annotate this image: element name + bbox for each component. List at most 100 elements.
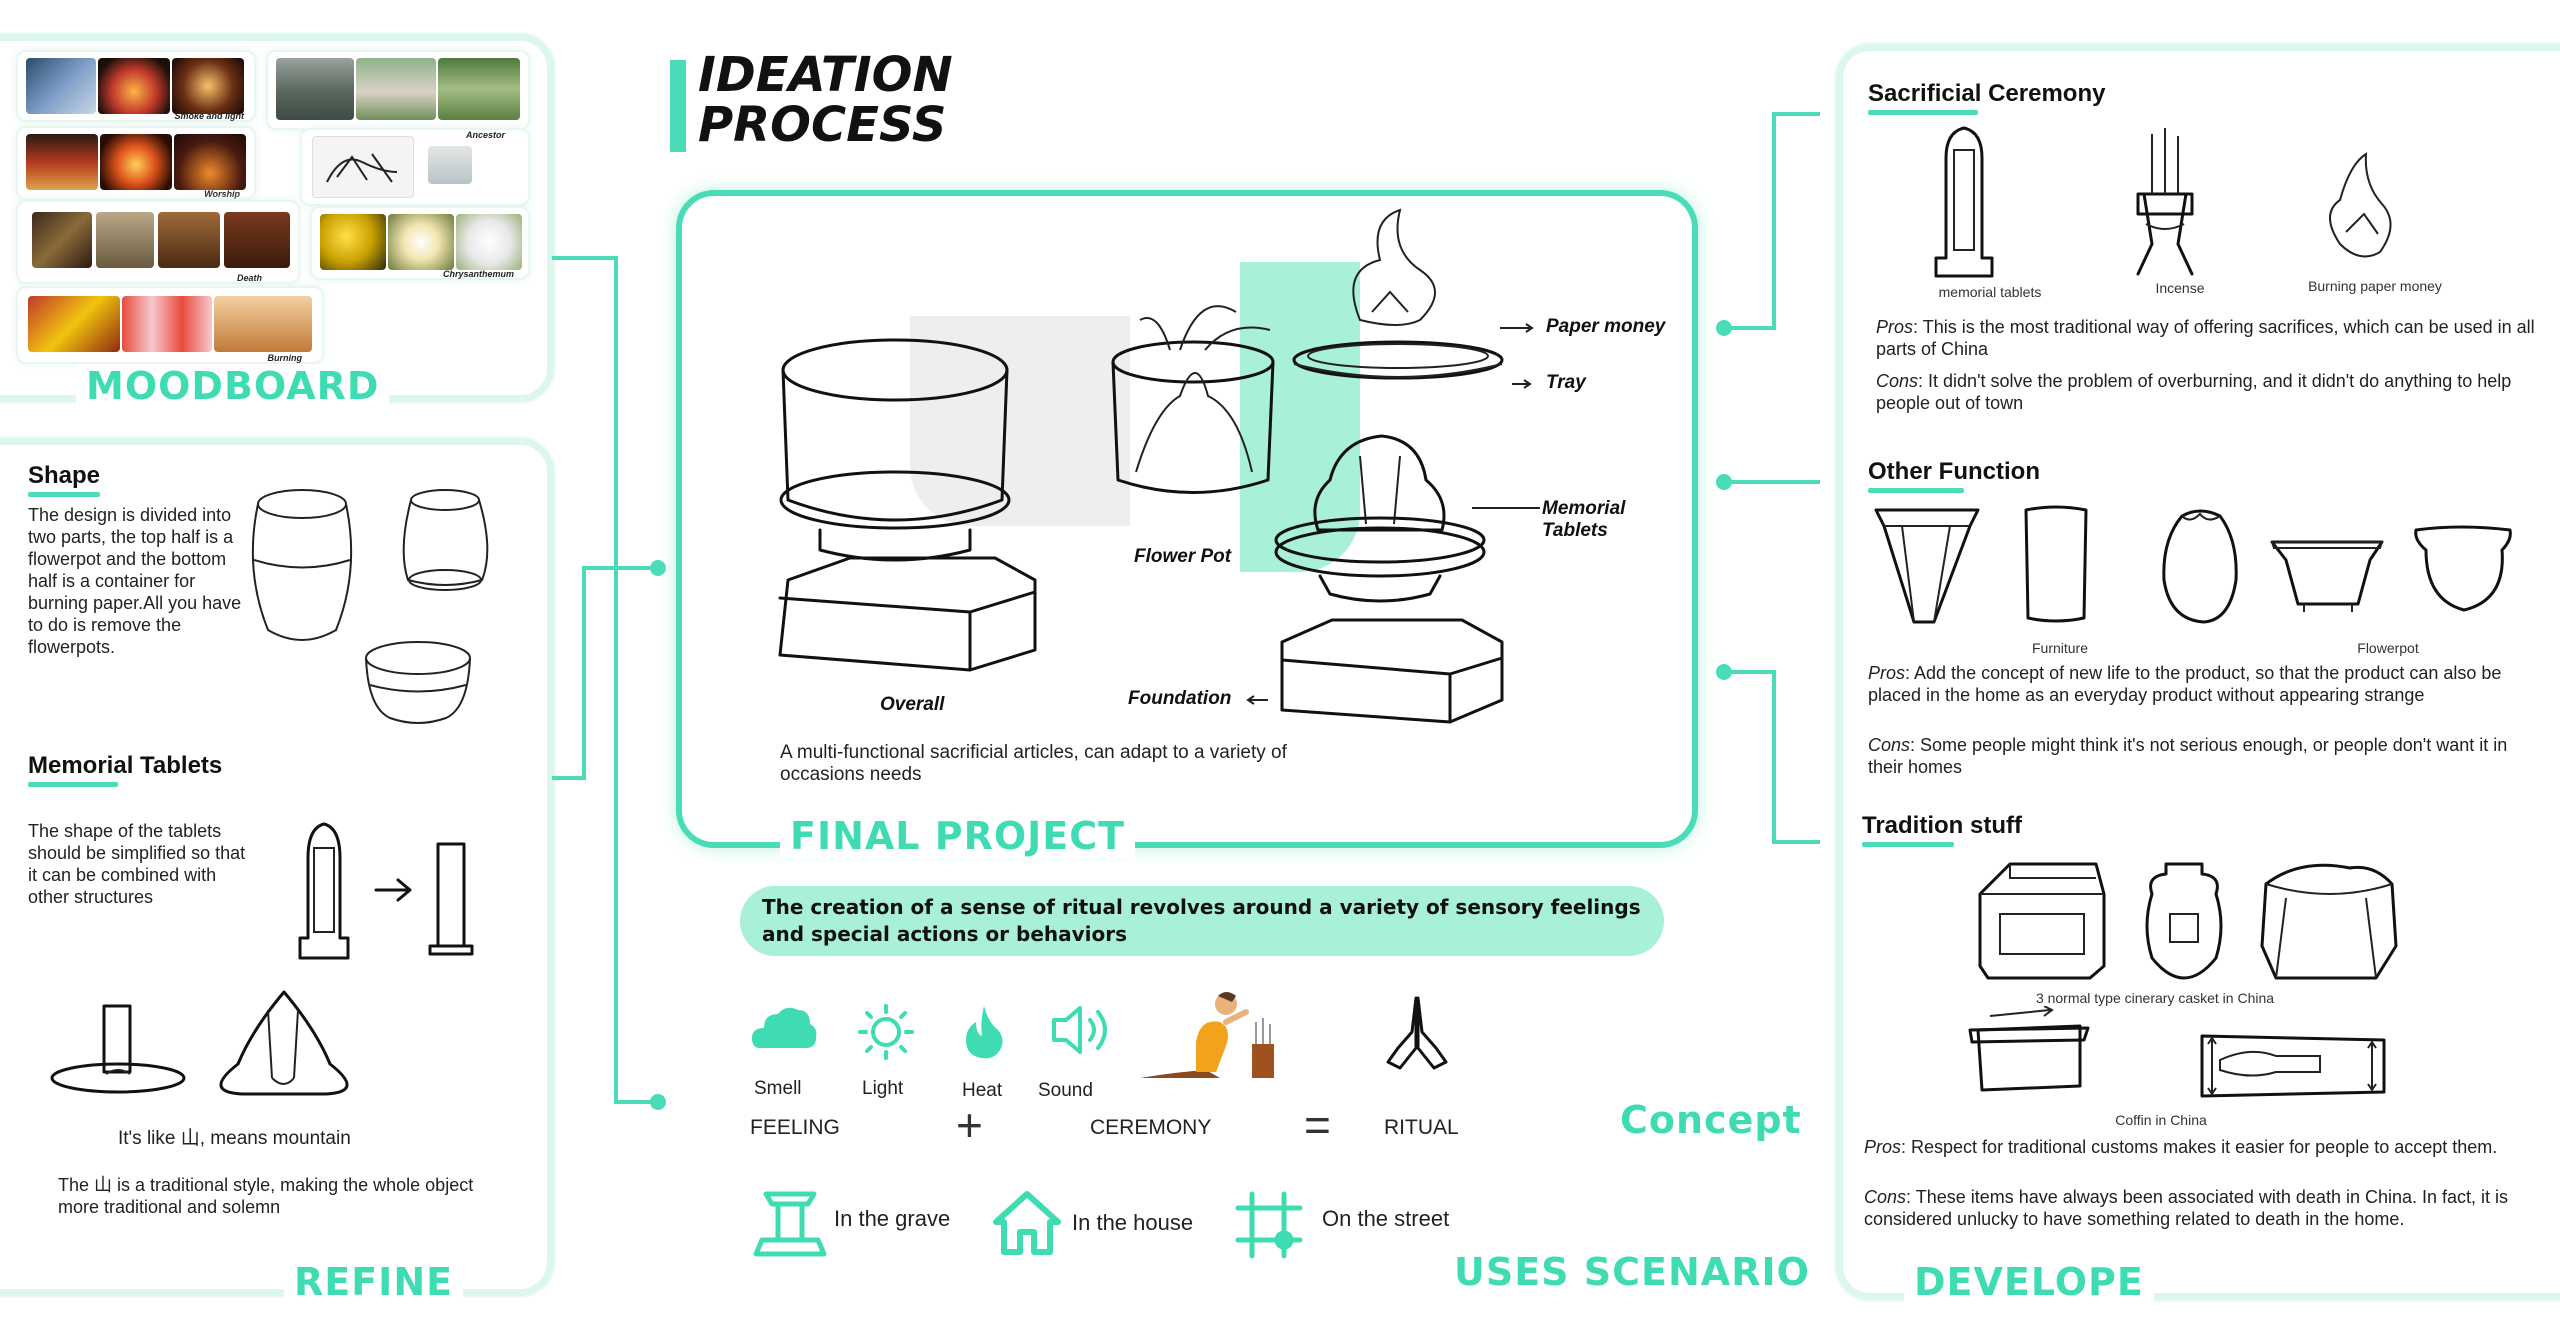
eq-ritual: RITUAL xyxy=(1384,1116,1459,1139)
tradition-underline xyxy=(1862,842,1954,847)
mood-card-smoke: Smoke and light xyxy=(16,50,256,122)
mood-card-sketch: Ancestor xyxy=(300,128,530,206)
scenario-house: In the house xyxy=(1072,1210,1194,1235)
final-product-sketches xyxy=(778,208,1540,724)
label-foundation: Foundation xyxy=(1128,688,1232,709)
uses-scenario-title: USES SCENARIO xyxy=(1454,1250,1810,1294)
connector-right-3 xyxy=(1722,670,1774,674)
other-pros: Pros: Add the concept of new life to the… xyxy=(1868,663,2502,705)
label-overall: Overall xyxy=(880,694,945,715)
moodboard-title: MOODBOARD xyxy=(76,364,390,408)
eq-equals: = xyxy=(1304,1099,1331,1151)
street-icon xyxy=(1235,1191,1303,1259)
label-paper-money: Paper money xyxy=(1546,316,1666,337)
memorial-text: The shape of the tablets should be simpl… xyxy=(28,821,246,907)
cap-coffin: Coffin in China xyxy=(2115,1112,2207,1128)
sacrificial-cons: Cons: It didn't solve the problem of ove… xyxy=(1876,371,2512,413)
connector-right-v3 xyxy=(1772,670,1776,842)
final-project-panel xyxy=(676,190,1698,848)
mood-card-worship: Worship xyxy=(16,126,256,200)
shape-heading: Shape xyxy=(28,462,101,489)
final-description: A multi-functional sacrificial articles,… xyxy=(780,742,1287,785)
label-tray: Tray xyxy=(1546,372,1586,393)
connector-concept xyxy=(614,1100,660,1104)
scenario-street: On the street xyxy=(1322,1206,1450,1231)
final-project-title: FINAL PROJECT xyxy=(780,814,1136,858)
develope-title: DEVELOPE xyxy=(1904,1260,2154,1304)
connector-dot-right-1 xyxy=(1716,320,1732,336)
connector-moodboard xyxy=(552,256,618,260)
refine-title: REFINE xyxy=(284,1260,464,1304)
sound-icon xyxy=(1052,1006,1107,1054)
house-icon xyxy=(993,1191,1061,1255)
sacrificial-underline xyxy=(1868,110,1978,115)
cap-flowerpot: Flowerpot xyxy=(2357,640,2419,656)
connector-right-v1 xyxy=(1772,112,1776,330)
other-heading: Other Function xyxy=(1868,458,2040,485)
connector-dot-concept xyxy=(650,1094,666,1110)
mountain-note: It's like 山, means mountain xyxy=(118,1128,351,1149)
label-memorial-1: Memorial xyxy=(1542,498,1626,519)
sense-sound: Sound xyxy=(1038,1080,1093,1101)
mountain-sketches xyxy=(50,990,349,1096)
tradition-heading: Tradition stuff xyxy=(1862,812,2022,839)
refine-panel xyxy=(0,438,554,1296)
light-icon xyxy=(858,1004,914,1060)
memorial-underline xyxy=(28,782,118,787)
grave-icon xyxy=(753,1191,827,1257)
sense-heat: Heat xyxy=(962,1080,1003,1101)
connector-refine-v xyxy=(582,568,586,780)
title-accent-bar xyxy=(670,60,686,152)
connector-right-3b xyxy=(1772,840,1820,844)
tradition-cons: Cons: These items have always been assoc… xyxy=(1864,1187,2509,1229)
pray-hands-icon xyxy=(1386,996,1448,1070)
other-cons: Cons: Some people might think it's not s… xyxy=(1868,735,2508,777)
style-note: The 山 is a traditional style, making the… xyxy=(58,1175,474,1217)
connector-refine xyxy=(552,776,586,780)
cap-memorial: memorial tablets xyxy=(1938,284,2042,300)
connector-right-1b xyxy=(1772,112,1820,116)
mood-card-chrysanthemum: Chrysanthemum xyxy=(310,206,530,280)
mood-card-death: Death xyxy=(16,200,300,284)
mood-card-burning: Burning xyxy=(16,286,324,364)
concept-banner-text: The creation of a sense of ritual revolv… xyxy=(762,895,1641,946)
shape-sketches xyxy=(251,489,489,724)
page-title: IDEATION PROCESS xyxy=(698,47,953,153)
praying-person-illustration xyxy=(1140,992,1274,1078)
cap-furniture: Furniture xyxy=(2031,640,2089,656)
shape-underline xyxy=(28,492,100,497)
sacrificial-pros: Pros: This is the most traditional way o… xyxy=(1876,317,2535,359)
cap-burning: Burning paper money xyxy=(2308,278,2442,294)
tradition-pros: Pros: Respect for traditional customs ma… xyxy=(1864,1137,2498,1157)
casket-sketches xyxy=(1978,862,2398,980)
connector-dot-right-2 xyxy=(1716,474,1732,490)
connector-left-vertical xyxy=(614,256,618,1104)
develope-panel xyxy=(1836,44,2560,1300)
concept-banner xyxy=(740,886,1664,956)
concept-title: Concept xyxy=(1620,1098,1802,1142)
shape-text: The design is divided into two parts, th… xyxy=(28,505,242,657)
other-underline xyxy=(1868,488,1964,493)
sense-light: Light xyxy=(862,1078,904,1099)
heat-icon xyxy=(966,1006,1003,1059)
memorial-heading: Memorial Tablets xyxy=(28,752,223,779)
connector-right-2 xyxy=(1722,480,1820,484)
connector-dot-right-3 xyxy=(1716,664,1732,680)
connector-dot-final xyxy=(650,560,666,576)
cap-incense: Incense xyxy=(2155,280,2205,296)
eq-plus: + xyxy=(956,1099,983,1151)
label-flower-pot: Flower Pot xyxy=(1134,546,1232,567)
tablet-sketch xyxy=(298,822,474,960)
sense-smell: Smell xyxy=(754,1078,802,1099)
eq-ceremony: CEREMONY xyxy=(1090,1116,1212,1139)
connector-right-1 xyxy=(1722,326,1774,330)
connector-final xyxy=(582,566,658,570)
smell-icon xyxy=(752,1007,817,1048)
mood-card-ancestor xyxy=(266,50,530,130)
eq-feeling: FEELING xyxy=(750,1116,840,1139)
sacrificial-sketches xyxy=(1934,126,2392,278)
scenario-grave: In the grave xyxy=(834,1206,951,1231)
other-function-sketches xyxy=(1874,505,2512,624)
grey-backdrop xyxy=(910,316,1130,526)
cap-casket: 3 normal type cinerary casket in China xyxy=(2035,990,2275,1006)
